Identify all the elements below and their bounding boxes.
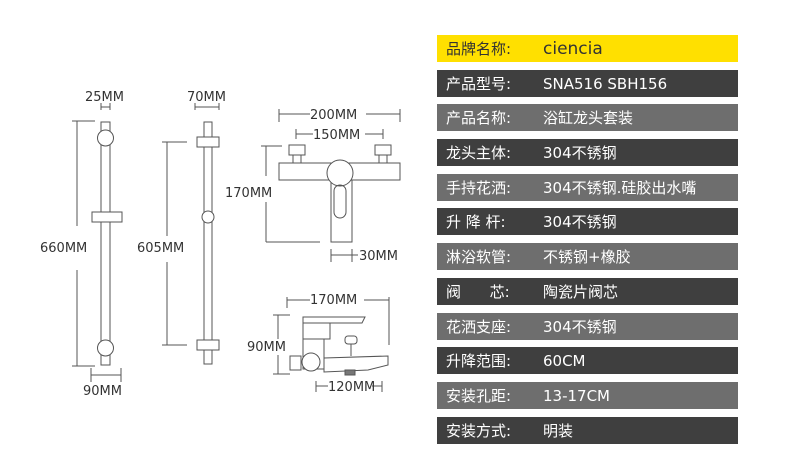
spec-row-hose: 淋浴软管: 不锈钢+橡胶 [437, 243, 738, 270]
spec-label: 安装孔距: [446, 387, 512, 405]
spec-row-body: 龙头主体: 304不锈钢 [437, 139, 738, 166]
spec-value: 陶瓷片阀芯 [543, 283, 619, 301]
dim-bar-width: 25MM [85, 90, 124, 105]
spec-value: 304不锈钢 [543, 213, 617, 231]
faucet-front-drawing: 200MM 150MM 170MM 30MM [225, 108, 401, 264]
spec-row-model: 产品型号: SNA516 SBH156 [437, 70, 738, 97]
slide-bar-side-drawing: 70MM 605MM [137, 90, 226, 365]
slide-bar-drawing: 25MM 660MM 90MM [40, 90, 124, 399]
spec-value: 明装 [543, 422, 574, 440]
dim-bar-length: 660MM [40, 241, 87, 256]
dim-spout-width: 30MM [359, 249, 398, 264]
spec-label: 产品名称: [446, 109, 512, 127]
spec-row-product-name: 产品名称: 浴缸龙头套装 [437, 104, 738, 131]
dim-side-base: 120MM [328, 380, 375, 395]
dim-bracket-width: 70MM [187, 90, 226, 105]
dim-bracket-spacing: 605MM [137, 241, 184, 256]
spec-label: 阀 芯: [446, 283, 510, 301]
dim-side-height: 90MM [247, 340, 286, 355]
spec-value: 13-17CM [543, 386, 611, 405]
dim-bar-base: 90MM [83, 384, 122, 399]
spec-value: SNA516 SBH156 [543, 74, 668, 93]
dim-faucet-height: 170MM [225, 186, 272, 201]
spec-value: 不锈钢+橡胶 [543, 248, 631, 266]
dim-inlet-spacing: 150MM [313, 128, 360, 143]
spec-label: 龙头主体: [446, 144, 512, 162]
spec-label: 淋浴软管: [446, 248, 512, 266]
spec-label: 品牌名称: [446, 40, 512, 58]
dim-faucet-width: 200MM [310, 108, 357, 123]
spec-row-slide-bar: 升 降 杆: 304不锈钢 [437, 208, 738, 235]
spec-label: 花洒支座: [446, 318, 512, 336]
spec-label: 升降范围: [446, 352, 512, 370]
spec-label: 手持花洒: [446, 179, 512, 197]
dimension-drawings: 25MM 660MM 90MM 70MM 605MM [40, 90, 401, 399]
spec-value: 304不锈钢.硅胶出水嘴 [543, 179, 697, 197]
spec-label: 产品型号: [446, 75, 512, 93]
spec-row-range: 升降范围: 60CM [437, 347, 738, 374]
spec-value: ciencia [543, 38, 603, 59]
faucet-side-drawing: 170MM 90MM 120MM [247, 293, 390, 395]
spec-label: 升 降 杆: [446, 213, 506, 231]
dim-side-length: 170MM [310, 293, 357, 308]
spec-row-install: 安装方式: 明装 [437, 417, 738, 444]
spec-row-holder: 花洒支座: 304不锈钢 [437, 313, 738, 340]
spec-row-hole-spacing: 安装孔距: 13-17CM [437, 382, 738, 409]
spec-row-hand-shower: 手持花洒: 304不锈钢.硅胶出水嘴 [437, 174, 738, 201]
spec-value: 304不锈钢 [543, 144, 617, 162]
spec-value: 60CM [543, 351, 586, 370]
spec-label: 安装方式: [446, 422, 512, 440]
spec-row-brand: 品牌名称: ciencia [437, 35, 738, 62]
spec-value: 304不锈钢 [543, 318, 617, 336]
spec-value: 浴缸龙头套装 [543, 109, 634, 127]
spec-row-valve: 阀 芯: 陶瓷片阀芯 [437, 278, 738, 305]
